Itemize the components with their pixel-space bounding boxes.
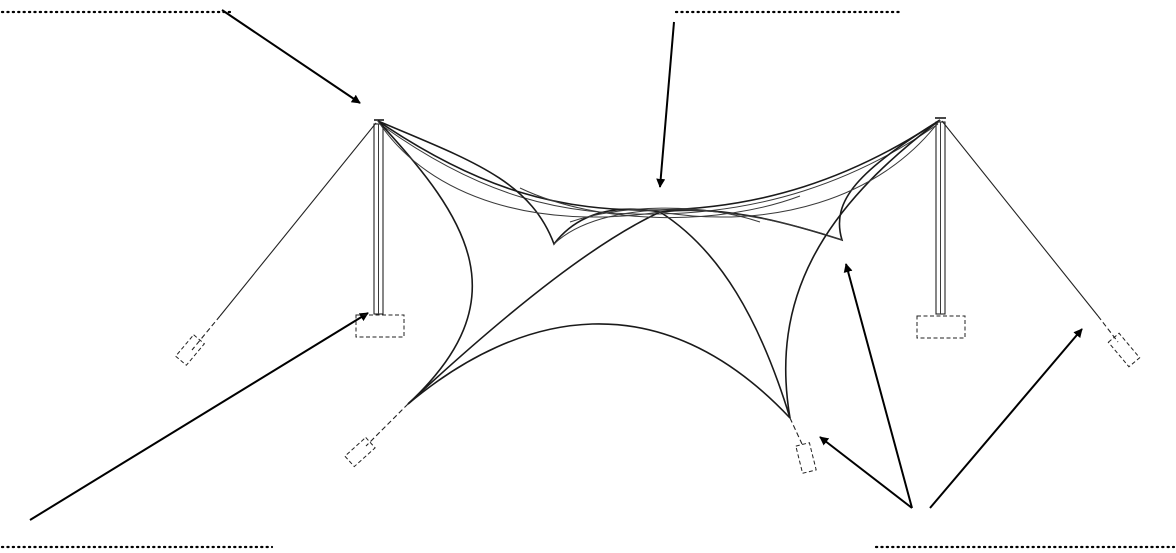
arrow-top-left [221, 9, 361, 104]
anchor-left-guy [174, 334, 206, 366]
membrane-inner-lobe-left [377, 120, 661, 246]
membrane-left-edge [377, 120, 474, 405]
arrow-bottom-right-2 [843, 263, 913, 509]
arrow-bottom-right-3 [929, 328, 1083, 509]
anchor-front-left [344, 436, 376, 468]
guy-cable-right [941, 120, 1099, 317]
membrane-diagonal-right [659, 211, 791, 419]
arrow-top-center [656, 21, 675, 188]
arrow-bottom-left [29, 312, 369, 521]
membrane-diagonal-left [407, 211, 661, 405]
membrane-inner-lobe-right [659, 119, 941, 242]
membrane-front-edge [407, 323, 791, 419]
footing-right-mast [916, 315, 966, 339]
anchor-right-guy [1107, 332, 1141, 368]
arrow-bottom-right-1 [819, 436, 913, 509]
membrane-surface [377, 119, 941, 419]
guy-cable-left [219, 122, 377, 317]
guy-cables [191, 120, 1119, 351]
mast-left [373, 119, 384, 315]
mast-right [935, 117, 946, 315]
anchor-front-right [795, 442, 817, 474]
leader-arrows [29, 9, 1083, 521]
ground-anchors [174, 332, 1141, 474]
membrane-right-edge [784, 119, 941, 419]
footing-left-mast [355, 314, 405, 338]
